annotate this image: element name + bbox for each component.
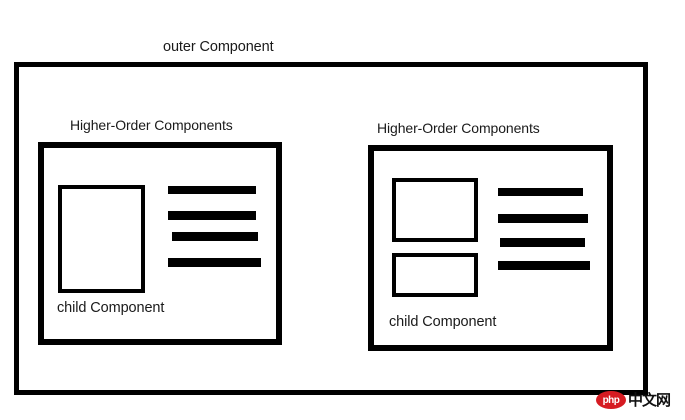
outer-component-title: outer Component (163, 39, 274, 55)
watermark: php 中文网 (596, 390, 671, 410)
child-component-label-left: child Component (57, 300, 165, 316)
content-bar-left-3 (172, 232, 258, 241)
child-component-box-left (58, 185, 145, 293)
content-bar-right-1 (498, 188, 583, 196)
child-component-label-right: child Component (389, 314, 497, 330)
hoc-box-left (38, 142, 282, 345)
content-bar-left-1 (168, 186, 256, 194)
hoc-title-right: Higher-Order Components (377, 120, 540, 136)
hoc-title-left: Higher-Order Components (70, 117, 233, 133)
watermark-site-text: 中文网 (628, 390, 671, 409)
outer-component-box (14, 62, 648, 395)
content-bar-right-2 (498, 214, 588, 223)
php-logo-icon: php (596, 391, 626, 409)
child-component-box-right-2 (392, 253, 478, 297)
content-bar-left-4 (168, 258, 261, 267)
content-bar-left-2 (168, 211, 256, 220)
content-bar-right-3 (500, 238, 585, 247)
content-bar-right-4 (498, 261, 590, 270)
child-component-box-right-1 (392, 178, 478, 242)
hoc-box-right (368, 145, 613, 351)
